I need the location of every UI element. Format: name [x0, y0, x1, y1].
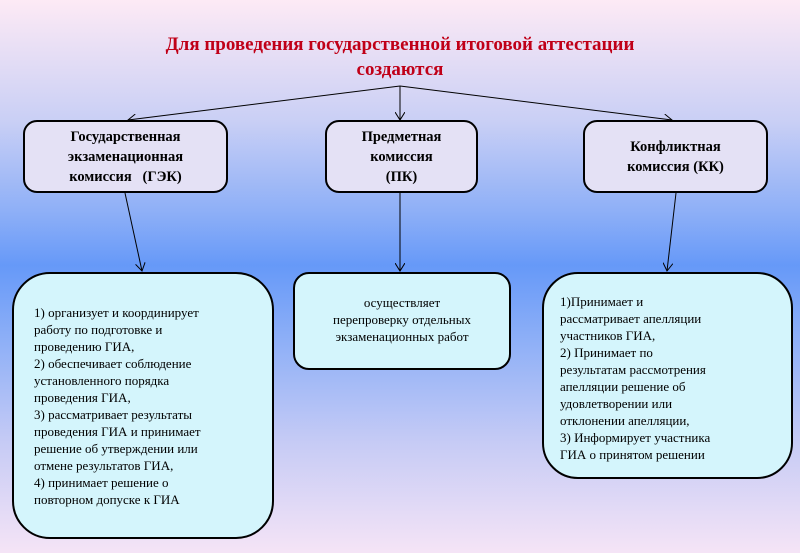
duty-line: отмене результатов ГИА, — [34, 458, 174, 473]
pk-name: (ПК) — [385, 168, 418, 185]
duty-line: проведения ГИА и принимает — [34, 424, 201, 439]
duty-line: апелляции решение об — [560, 379, 686, 394]
duty-line: 1)Принимает и — [560, 294, 644, 309]
duty-line: решение об утверждении или — [34, 441, 198, 456]
kk-name: Конфликтная — [630, 138, 721, 155]
gek-name: экзаменационная — [67, 148, 184, 165]
gek-duties-box: 1) организует и координирует работу по по… — [12, 272, 274, 539]
pk-name: Предметная — [361, 128, 442, 145]
kk-name: комиссия (КК) — [627, 158, 724, 175]
gek-name: Государственная — [70, 128, 181, 145]
duty-line: 1) организует и координирует — [34, 305, 199, 320]
duty-line: 2) обеспечивает соблюдение — [34, 356, 192, 371]
duty-line: участников ГИА, — [560, 328, 656, 343]
duty-line: проведения ГИА, — [34, 390, 131, 405]
duty-line: ГИА о принятом решении — [560, 447, 705, 462]
duty-line: экзаменационных работ — [335, 329, 469, 344]
duty-line: повторном допуске к ГИА — [34, 492, 180, 507]
duty-line: установленного порядка — [34, 373, 170, 388]
duty-line: 3) Информирует участника — [560, 430, 711, 445]
duty-line: удовлетворении или — [560, 396, 673, 411]
duty-line: 2) Принимает по — [560, 345, 653, 360]
arrow-gek-duties — [124, 192, 142, 271]
title-line-2: создаются — [356, 59, 444, 80]
kk-box: Конфликтная комиссия (КК) — [583, 120, 768, 193]
kk-duties-box: 1)Принимает и рассматривает апелляции учас… — [542, 272, 793, 479]
duty-line: отклонении апелляции, — [560, 413, 690, 428]
duty-line: 4) принимает решение о — [34, 475, 169, 490]
duty-line: перепроверку отдельных — [333, 312, 471, 327]
gek-name: комиссия (ГЭК) — [69, 168, 182, 185]
duty-line: осуществляет — [363, 295, 441, 310]
arrow-to-gek — [128, 85, 401, 120]
page-title: Для проведения государственной итоговой … — [0, 32, 800, 82]
duty-line: рассматривает апелляции — [560, 311, 702, 326]
title-line-1: Для проведения государственной итоговой … — [165, 34, 635, 55]
duty-line: 3) рассматривает результаты — [34, 407, 193, 422]
gek-box: Государственная экзаменационная комиссия (… — [23, 120, 228, 193]
arrow-to-kk — [399, 85, 672, 120]
arrow-kk-duties — [667, 192, 677, 271]
duty-line: проведению ГИА, — [34, 339, 135, 354]
duty-line: результатам рассмотрения — [560, 362, 706, 377]
pk-name: комиссия — [370, 148, 433, 165]
duty-line: работу по подготовке и — [34, 322, 163, 337]
pk-duties-box: осуществляет перепроверку отдельных экзаме… — [293, 272, 511, 370]
pk-box: Предметная комиссия (ПК) — [325, 120, 478, 193]
